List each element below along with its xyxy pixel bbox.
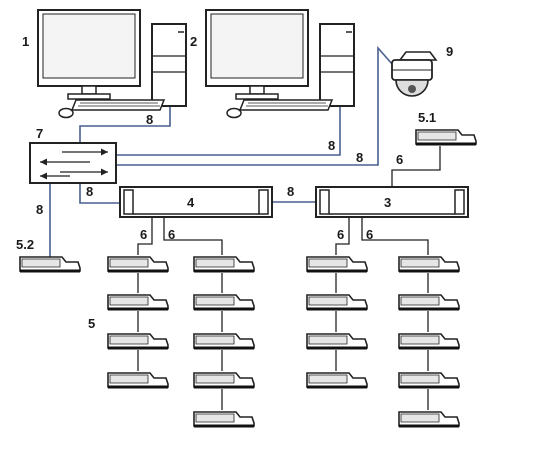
label-cable-unit4-left: 6 — [140, 227, 147, 242]
call-station — [305, 293, 369, 311]
label-cable-switch-unit4: 8 — [86, 184, 93, 199]
label-station-5-2: 5.2 — [16, 237, 34, 252]
label-cable-unit3-station51: 6 — [396, 152, 403, 167]
call-station — [106, 293, 170, 311]
label-cable-switch-station52: 8 — [36, 202, 43, 217]
call-station — [192, 332, 256, 350]
cable-unit3-left-branch — [335, 218, 350, 255]
cable-unit3-to-station51 — [391, 146, 441, 186]
label-cable-unit4-right: 6 — [168, 227, 175, 242]
call-station — [192, 371, 256, 389]
controller-unit-3 — [315, 186, 469, 218]
label-camera: 9 — [446, 44, 453, 59]
call-station — [397, 293, 461, 311]
call-station — [305, 371, 369, 389]
call-station-5-1 — [414, 128, 478, 146]
labels: 1 2 9 5.1 7 8 8 8 6 8 8 4 8 3 6 6 6 6 5.… — [16, 34, 453, 331]
call-station — [192, 293, 256, 311]
call-station — [106, 255, 170, 273]
label-cable-unit3-left: 6 — [337, 227, 344, 242]
label-cable-unit3-right: 6 — [366, 227, 373, 242]
label-stations-5: 5 — [88, 316, 95, 331]
label-unit3: 3 — [384, 195, 391, 210]
cable-pc1-to-switch — [79, 100, 171, 143]
call-station — [192, 255, 256, 273]
cable-switch-to-unit4 — [79, 183, 120, 204]
label-pc2: 2 — [190, 34, 197, 49]
call-station — [397, 332, 461, 350]
call-station — [192, 410, 256, 428]
pc-1-icon — [37, 9, 187, 119]
call-station — [106, 332, 170, 350]
label-cable-pc2: 8 — [328, 138, 335, 153]
network-switch-icon — [29, 142, 117, 184]
call-station — [106, 371, 170, 389]
controller-unit-4 — [119, 186, 273, 218]
cable-pc2-to-switch — [116, 104, 341, 156]
call-station — [305, 332, 369, 350]
call-station-5-2 — [18, 255, 82, 273]
label-cable-pc1: 8 — [146, 112, 153, 127]
label-cable-unit4-unit3: 8 — [287, 184, 294, 199]
pc-2-icon — [205, 9, 355, 119]
cable-unit4-right-branch — [163, 218, 223, 255]
call-station — [397, 371, 461, 389]
label-unit4: 4 — [187, 195, 195, 210]
label-station-5-1: 5.1 — [418, 110, 436, 125]
cable-unit4-left-branch — [137, 218, 153, 255]
label-pc1: 1 — [22, 34, 29, 49]
call-station — [397, 410, 461, 428]
label-cable-camera: 8 — [356, 150, 363, 165]
call-station — [397, 255, 461, 273]
bus-cables — [137, 146, 441, 410]
dome-camera-icon — [391, 51, 438, 97]
cable-unit3-right-branch — [361, 218, 429, 255]
call-station — [305, 255, 369, 273]
label-switch: 7 — [36, 126, 43, 141]
